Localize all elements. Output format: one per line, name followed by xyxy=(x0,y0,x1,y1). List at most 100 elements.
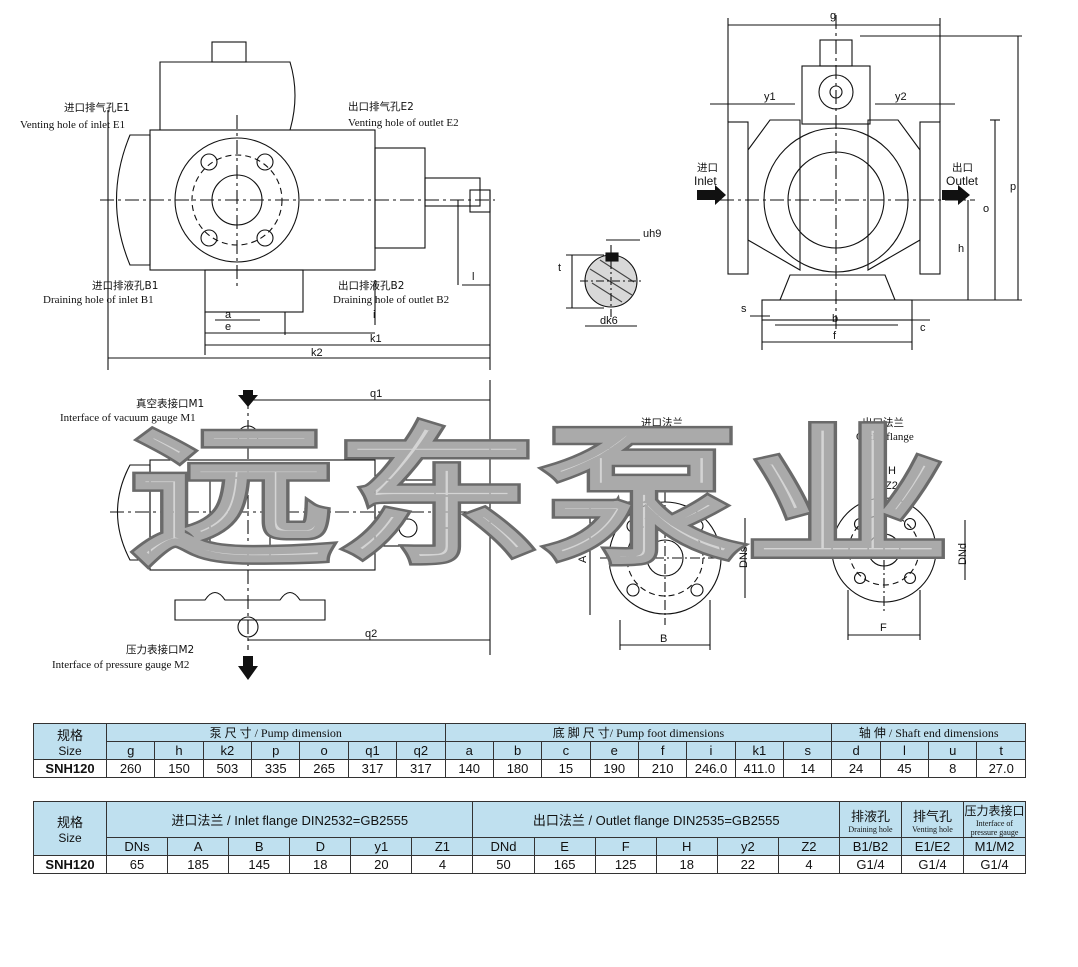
dim-t: t xyxy=(558,262,561,274)
side-view xyxy=(710,15,1022,350)
pump-dimension-group: 泵 尺 寸 / Pump dimension xyxy=(106,723,446,742)
inlet-flange-group: 进口法兰 / Inlet flange DIN2532=GB2555 xyxy=(105,801,474,838)
shaft-dimension-group: 轴 伸 / Shaft end dimensions xyxy=(831,723,1026,742)
row-size: SNH120 xyxy=(33,855,107,874)
table-cell: 20 xyxy=(350,855,413,874)
column-header: F xyxy=(594,837,657,856)
column-header: g xyxy=(105,741,156,760)
table-cell: G1/4 xyxy=(839,855,902,874)
table-cell: 265 xyxy=(299,759,349,778)
outlet-flange-en-label: Outlet flange xyxy=(856,431,914,443)
pump-dimension-drawing: 进口排气孔E1 Venting hole of inlet E1 出口排气孔E2… xyxy=(20,10,1022,680)
vent-inlet-cn-label: 进口排气孔E1 xyxy=(64,101,130,114)
outlet-flange-cn-label: 出口法兰 xyxy=(862,416,904,429)
column-header: u xyxy=(928,741,978,760)
outlet-flange-view xyxy=(825,488,966,640)
column-header: l xyxy=(879,741,930,760)
column-header: e xyxy=(589,741,639,760)
inlet-en-label: Inlet xyxy=(694,174,717,188)
inlet-flange-view xyxy=(585,492,746,650)
drain-inlet-en-label: Draining hole of inlet B1 xyxy=(43,294,154,306)
inlet-arrow-icon xyxy=(697,185,726,205)
vacuum-en-label: Interface of vacuum gauge M1 xyxy=(60,412,196,424)
column-header: Z2 xyxy=(777,837,841,856)
table-cell: 18 xyxy=(655,855,718,874)
vent-cn: 排气孔 xyxy=(912,808,952,824)
dim-Z1: Z1 xyxy=(602,481,615,493)
table-cell: G1/4 xyxy=(901,855,964,874)
vent-hole-header: 排气孔 Venting hole xyxy=(901,801,964,838)
outlet-flange-group: 出口法兰 / Outlet flange DIN2535=GB2555 xyxy=(472,801,840,838)
column-header: y2 xyxy=(716,837,779,856)
table-cell: 503 xyxy=(202,759,253,778)
dim-p: p xyxy=(1010,181,1016,193)
dim-s: s xyxy=(741,303,747,315)
inlet-flange-en-label: Inlet flange xyxy=(637,431,688,443)
table-cell: 190 xyxy=(589,759,639,778)
size-header: 规格 Size xyxy=(33,723,107,760)
front-view xyxy=(100,41,495,370)
dim-A: A xyxy=(577,555,589,563)
table-cell: G1/4 xyxy=(963,855,1026,874)
size-cn: 规格 xyxy=(56,815,83,830)
column-header: c xyxy=(541,741,591,760)
inlet-flange-cn-label: 进口法兰 xyxy=(641,416,683,429)
dim-dk6: dk6 xyxy=(600,315,618,327)
watermark: 远东泵业 xyxy=(130,412,950,586)
table-cell: 45 xyxy=(879,759,930,778)
table-cell: 4 xyxy=(411,855,474,874)
dim-y2: y2 xyxy=(895,91,907,103)
dim-uh9: uh9 xyxy=(643,228,661,240)
column-header: s xyxy=(783,741,833,760)
table-cell: 27.0 xyxy=(976,759,1026,778)
column-header: DNd xyxy=(472,837,535,856)
table-cell: 14 xyxy=(783,759,833,778)
table-cell: 210 xyxy=(637,759,688,778)
vent-inlet-en-label: Venting hole of inlet E1 xyxy=(20,119,125,131)
column-header: i xyxy=(686,741,736,760)
table-cell: 335 xyxy=(251,759,301,778)
column-header: Z1 xyxy=(411,837,474,856)
column-header: q2 xyxy=(396,741,446,760)
column-header: A xyxy=(167,837,230,856)
dim-DNs: DNs xyxy=(738,546,750,568)
drain-en: Draining hole xyxy=(848,824,893,834)
dim-B: B xyxy=(660,633,667,645)
gauge-header: 压力表接口 Interface of pressure gauge xyxy=(963,801,1026,838)
table-cell: 15 xyxy=(541,759,591,778)
size-en: Size xyxy=(58,744,82,758)
vent-outlet-en-label: Venting hole of outlet E2 xyxy=(348,117,459,129)
drain-hole-header: 排液孔 Draining hole xyxy=(839,801,902,838)
dim-k2: k2 xyxy=(311,347,323,359)
table-cell: 8 xyxy=(928,759,978,778)
dim-f: f xyxy=(833,330,837,342)
table-cell: 246.0 xyxy=(686,759,736,778)
column-header: p xyxy=(251,741,301,760)
top-view xyxy=(110,380,491,655)
discharge-arrow-icon xyxy=(238,656,258,680)
dim-q2: q2 xyxy=(365,628,377,640)
drain-outlet-en-label: Draining hole of outlet B2 xyxy=(333,294,449,306)
column-header: y1 xyxy=(350,837,413,856)
shaft-section xyxy=(566,239,642,327)
dim-h: h xyxy=(958,243,964,255)
table-cell: 317 xyxy=(347,759,398,778)
outlet-en-label: Outlet xyxy=(946,174,979,188)
flange-dimension-table: 规格 Size 进口法兰 / Inlet flange DIN2532=GB25… xyxy=(33,801,1026,874)
table-cell: 317 xyxy=(396,759,446,778)
foot-dimension-group: 底 脚 尺 寸/ Pump foot dimensions xyxy=(444,723,833,742)
table-cell: 150 xyxy=(154,759,204,778)
outlet-arrow-icon xyxy=(942,185,970,205)
row-size: SNH120 xyxy=(33,759,107,778)
drain-outlet-cn-label: 出口排液孔B2 xyxy=(338,279,404,292)
table-cell: 145 xyxy=(228,855,291,874)
table-cell: 260 xyxy=(105,759,156,778)
dim-Z2: Z2 xyxy=(885,480,898,492)
vacuum-cn-label: 真空表接口M1 xyxy=(136,397,204,410)
drain-inlet-cn-label: 进口排液孔B1 xyxy=(92,279,158,292)
dim-c: c xyxy=(920,322,926,334)
pressure-en-label: Interface of pressure gauge M2 xyxy=(52,659,189,671)
dim-H: H xyxy=(888,465,896,477)
table-cell: 4 xyxy=(777,855,841,874)
table-cell: 18 xyxy=(289,855,352,874)
